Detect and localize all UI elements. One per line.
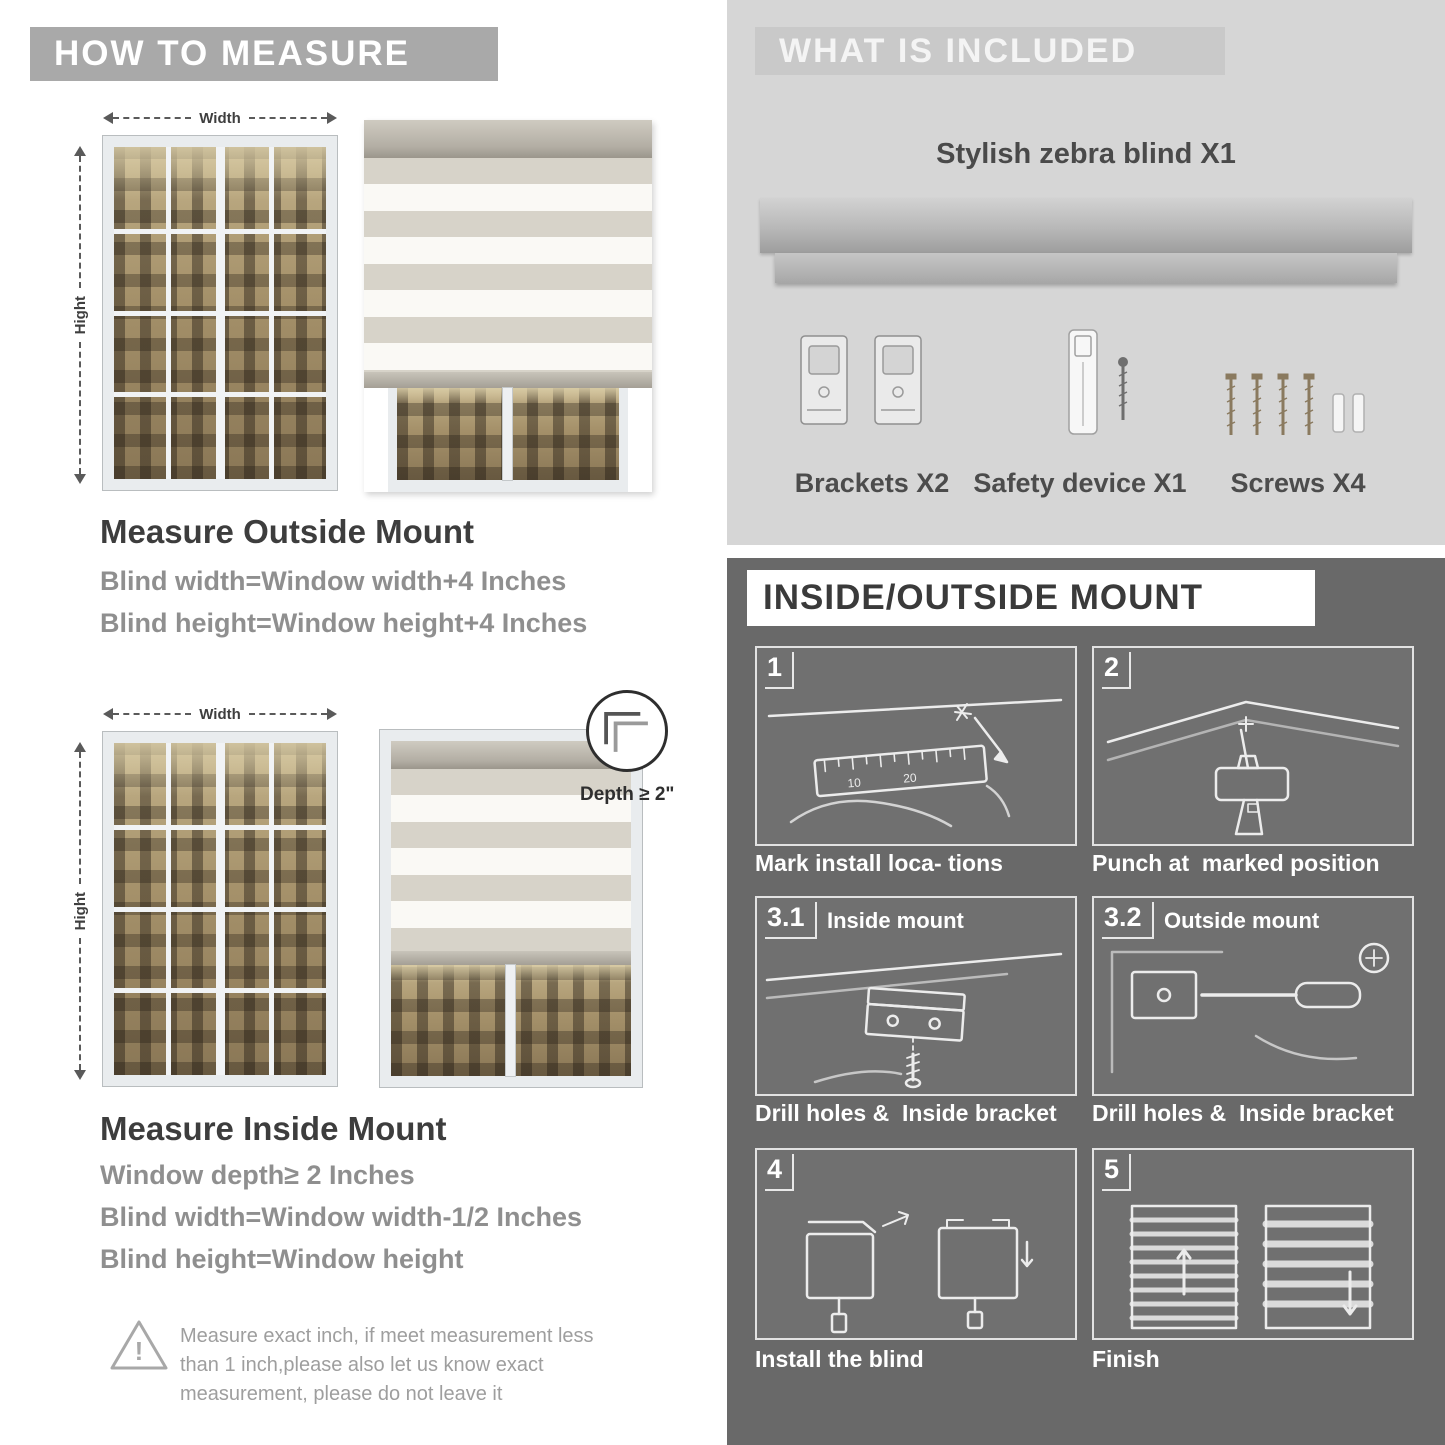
blind-headrail-image — [760, 198, 1412, 253]
safety-device-label: Safety device X1 — [973, 468, 1187, 498]
step4-caption: Install the blind — [755, 1346, 924, 1372]
zebra-blind-outside-illustration — [364, 120, 652, 492]
step-number: 5 — [1102, 1154, 1132, 1191]
height-arrow: Hight — [70, 146, 90, 485]
height-label: Hight — [71, 295, 89, 335]
zebra-blind-inside-illustration — [380, 730, 642, 1087]
svg-text:!: ! — [135, 1336, 144, 1366]
blind-headrail — [364, 120, 652, 158]
step-panel-3-1: 3.1 Inside mount — [755, 896, 1077, 1096]
mount-steps-section: INSIDE/OUTSIDE MOUNT 1 10 20 — [727, 558, 1445, 1445]
arrow-up-icon — [74, 146, 86, 156]
width-arrow: Width — [103, 108, 338, 128]
step-number: 2 — [1102, 652, 1132, 689]
step-panel-4: 4 — [755, 1148, 1077, 1340]
window-below-blind — [391, 965, 631, 1076]
inside-formula-height: Blind height=Window height — [100, 1244, 464, 1274]
arrow-right-icon — [327, 708, 338, 720]
step-number: 4 — [765, 1154, 795, 1191]
blind-valance-image — [775, 253, 1397, 283]
outside-formula-width: Blind width=Window width+4 Inches — [100, 566, 567, 596]
window-illustration-outside — [103, 136, 337, 490]
arrow-down-icon — [74, 474, 86, 485]
inside-mount-title: Measure Inside Mount — [100, 1110, 447, 1147]
what-is-included-section: WHAT IS INCLUDED Stylish zebra blind X1 — [727, 0, 1445, 545]
step3-1-caption: Drill holes & Inside bracket — [755, 1100, 1057, 1126]
outside-formula-height: Blind height=Window height+4 Inches — [100, 608, 588, 638]
bracket-icon — [874, 335, 922, 425]
outside-mount-title: Measure Outside Mount — [100, 513, 475, 550]
step-panel-5: 5 — [1092, 1148, 1414, 1340]
step2-caption: Punch at marked position — [1092, 850, 1380, 876]
arrow-left-icon — [103, 708, 113, 720]
svg-text:20: 20 — [903, 771, 918, 786]
safety-device-icon — [1068, 329, 1128, 435]
step-panel-2: 2 — [1092, 646, 1414, 846]
arrow-up-icon — [74, 742, 86, 752]
step-number: 3.2 — [1102, 902, 1154, 939]
window-below-blind — [388, 388, 628, 492]
step3-2-caption: Drill holes & Inside bracket — [1092, 1100, 1394, 1126]
brackets-label: Brackets X2 — [794, 468, 950, 498]
warning-text-line3: measurement, please do not leave it — [180, 1383, 503, 1405]
blind-zebra-stripes — [364, 158, 652, 372]
screws-icon — [1225, 373, 1365, 435]
inside-formula-depth: Window depth≥ 2 Inches — [100, 1160, 415, 1190]
width-label: Width — [199, 109, 241, 127]
depth-detail-circle — [586, 690, 668, 772]
step3-2-outside-bracket-illustration — [1110, 942, 1390, 1074]
step2-drill-illustration — [1106, 700, 1400, 836]
height-label: Hight — [71, 891, 89, 931]
window-corner-icon — [604, 712, 648, 752]
step-number: 3.1 — [765, 902, 817, 939]
step-title: Inside mount — [827, 908, 964, 933]
step1-caption: Mark install loca- tions — [755, 850, 1003, 876]
step3-1-inside-bracket-illustration — [765, 952, 1063, 1089]
step5-finish-illustration — [1129, 1204, 1374, 1330]
step-panel-3-2: 3.2 Outside mount — [1092, 896, 1414, 1096]
width-arrow: Width — [103, 704, 338, 724]
window-muntins — [114, 147, 326, 479]
screws-label: Screws X4 — [1230, 468, 1366, 498]
step5-caption: Finish — [1092, 1346, 1160, 1372]
arrow-left-icon — [103, 112, 113, 124]
bracket-icon — [800, 335, 848, 425]
step1-mark-illustration: 10 20 — [767, 698, 1063, 828]
blind-bottomrail — [391, 951, 631, 965]
inside-formula-width: Blind width=Window width-1/2 Inches — [100, 1202, 583, 1232]
step-title: Outside mount — [1164, 908, 1320, 933]
step4-install-illustration — [805, 1211, 1034, 1334]
warning-text-line2: than 1 inch,please also let us know exac… — [180, 1354, 544, 1376]
warning-triangle-icon: ! — [110, 1320, 168, 1370]
what-is-included-header: WHAT IS INCLUDED — [755, 27, 1225, 75]
step-panel-1: 1 10 20 — [755, 646, 1077, 846]
how-to-measure-header: HOW TO MEASURE — [30, 27, 498, 81]
step-number: 1 — [765, 652, 795, 689]
blind-quantity-label: Stylish zebra blind X1 — [936, 138, 1236, 170]
height-arrow: Hight — [70, 742, 90, 1081]
blind-bottomrail — [364, 372, 652, 388]
warning-text-line1: Measure exact inch, if meet measurement … — [180, 1325, 594, 1347]
svg-text:10: 10 — [847, 775, 862, 790]
arrow-down-icon — [74, 1070, 86, 1081]
depth-label: Depth ≥ 2" — [580, 784, 675, 805]
blind-zebra-stripes — [391, 769, 631, 951]
width-label: Width — [199, 705, 241, 723]
mount-section-header: INSIDE/OUTSIDE MOUNT — [747, 570, 1315, 626]
window-illustration-inside — [103, 732, 337, 1086]
arrow-right-icon — [327, 112, 338, 124]
